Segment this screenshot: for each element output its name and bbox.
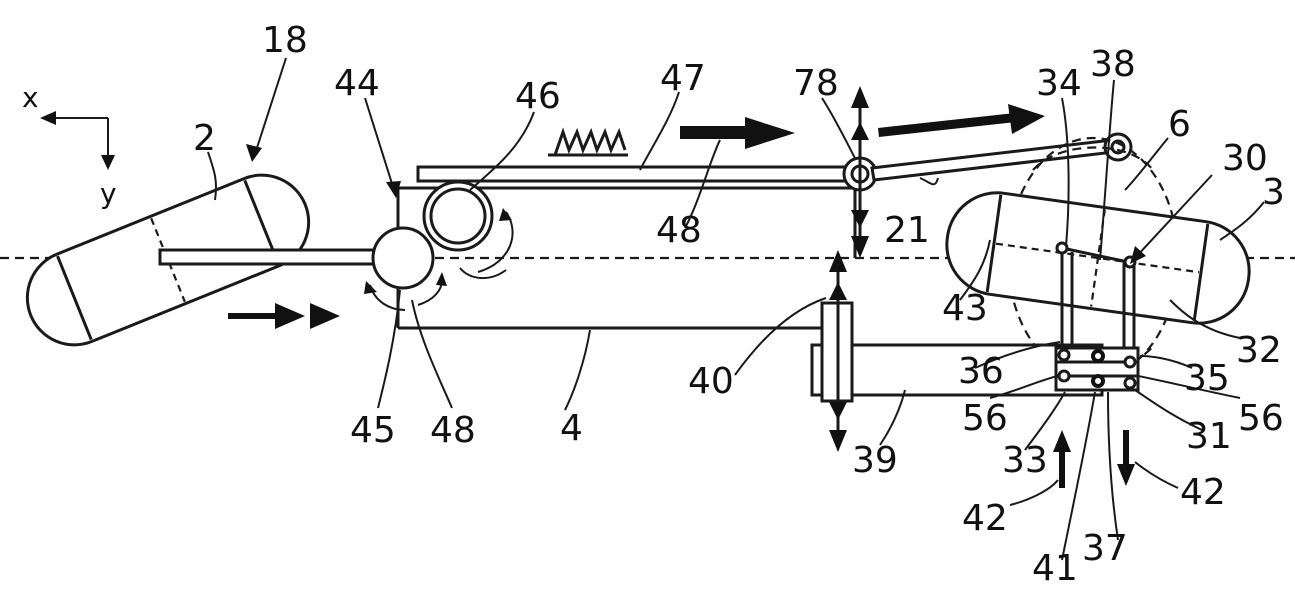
arrow-42-up [1053,430,1071,488]
axis-x-label: x [22,81,39,114]
label-40: 40 [688,361,734,402]
label-30: 30 [1222,138,1268,179]
label-36: 36 [958,351,1004,392]
arrow-48-top [680,117,795,149]
label-41: 41 [1032,548,1078,589]
label-18: 18 [262,20,308,61]
label-42-left: 42 [962,498,1008,539]
clamp-assembly [1054,346,1140,392]
label-2: 2 [193,118,216,159]
label-42-right: 42 [1180,472,1226,513]
leader-lines [207,57,1265,561]
linkage-30 [1055,241,1137,362]
label-32: 32 [1236,330,1282,371]
left-rod [158,248,390,266]
roller-46 [422,180,494,252]
label-44: 44 [334,63,380,104]
label-48-bottom: 48 [430,410,476,451]
label-31: 31 [1186,416,1232,457]
label-34: 34 [1036,63,1082,104]
label-46: 46 [515,76,561,117]
axis-y-label: y [100,177,117,210]
label-3: 3 [1262,172,1285,213]
arrow-42-down [1117,430,1135,486]
right-capsule [945,191,1251,325]
axis-indicator: x y [22,81,117,210]
double-arrow-40 [829,250,847,452]
arrow-top-right [878,104,1045,137]
feed-arrow [228,303,340,329]
lower-bar-39 [810,343,1104,397]
label-47: 47 [660,58,706,99]
label-33: 33 [1002,440,1048,481]
label-56-right: 56 [1238,398,1284,439]
arm-21 [870,138,1116,182]
label-35: 35 [1184,358,1230,399]
label-39: 39 [852,440,898,481]
label-38: 38 [1090,44,1136,85]
heating-element-icon [548,127,628,157]
label-6: 6 [1168,104,1191,145]
roller-45 [371,226,435,290]
label-21: 21 [884,210,930,251]
label-43: 43 [942,288,988,329]
label-4: 4 [560,408,583,449]
label-48-top: 48 [656,210,702,251]
label-37: 37 [1082,528,1128,569]
double-arrow-78 [851,86,869,258]
label-56-left: 56 [962,398,1008,439]
label-45: 45 [350,410,396,451]
label-78: 78 [793,63,839,104]
